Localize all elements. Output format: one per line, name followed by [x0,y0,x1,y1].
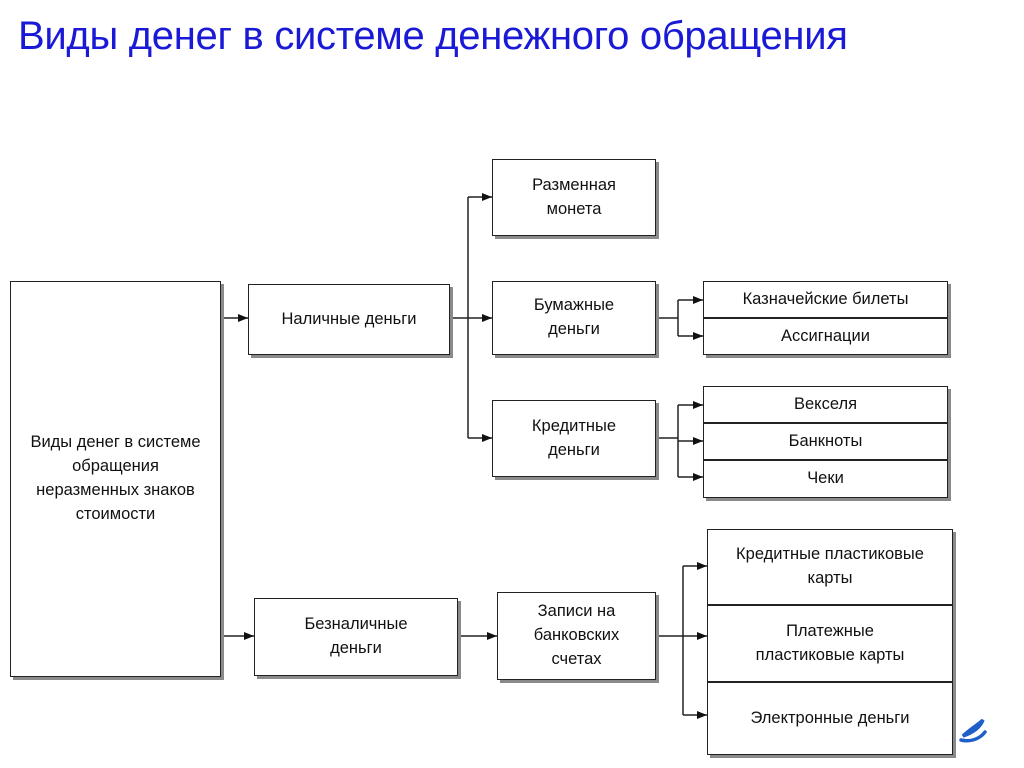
page-title: Виды денег в системе денежного обращения [18,14,848,58]
node-bank-records-label: Записи на банковских счетах [533,602,620,668]
node-bank-records: Записи на банковских счетах [497,592,656,680]
node-credit-cards-label: Кредитные пластиковые карты [736,545,924,587]
node-bills-label: Векселя [793,394,858,413]
node-cash: Наличные деньги [248,284,450,355]
node-paper: Бумажные деньги [492,281,656,355]
node-root-label: Виды денег в системе обращения неразменн… [30,433,201,523]
node-paper-label: Бумажные деньги [533,296,615,338]
node-cash-label: Наличные деньги [281,309,417,328]
node-treasury-label: Казначейские билеты [742,289,909,308]
node-banknotes-label: Банкноты [788,431,863,450]
node-cheques: Чеки [703,460,948,498]
node-credit-cards: Кредитные пластиковые карты [707,529,953,605]
node-payment-cards-label: Платежные пластиковые карты [755,621,905,664]
node-treasury: Казначейские билеты [703,281,948,318]
node-bills: Векселя [703,386,948,423]
node-e-money: Электронные деньги [707,682,953,755]
node-credit: Кредитные деньги [492,400,656,477]
node-banknotes: Банкноты [703,423,948,460]
node-coin-label: Разменная монета [532,175,616,218]
node-e-money-label: Электронные деньги [750,708,910,727]
node-assignats: Ассигнации [703,318,948,355]
node-noncash: Безналичные деньги [254,598,458,676]
stylized-e-logo-icon [959,718,987,743]
node-assignats-label: Ассигнации [781,326,870,345]
node-payment-cards: Платежные пластиковые карты [707,605,953,682]
node-coin: Разменная монета [492,159,656,236]
node-cheques-label: Чеки [807,469,844,488]
node-root: Виды денег в системе обращения неразменн… [10,281,221,677]
node-noncash-label: Безналичные деньги [304,615,408,657]
node-credit-label: Кредитные деньги [531,416,617,459]
